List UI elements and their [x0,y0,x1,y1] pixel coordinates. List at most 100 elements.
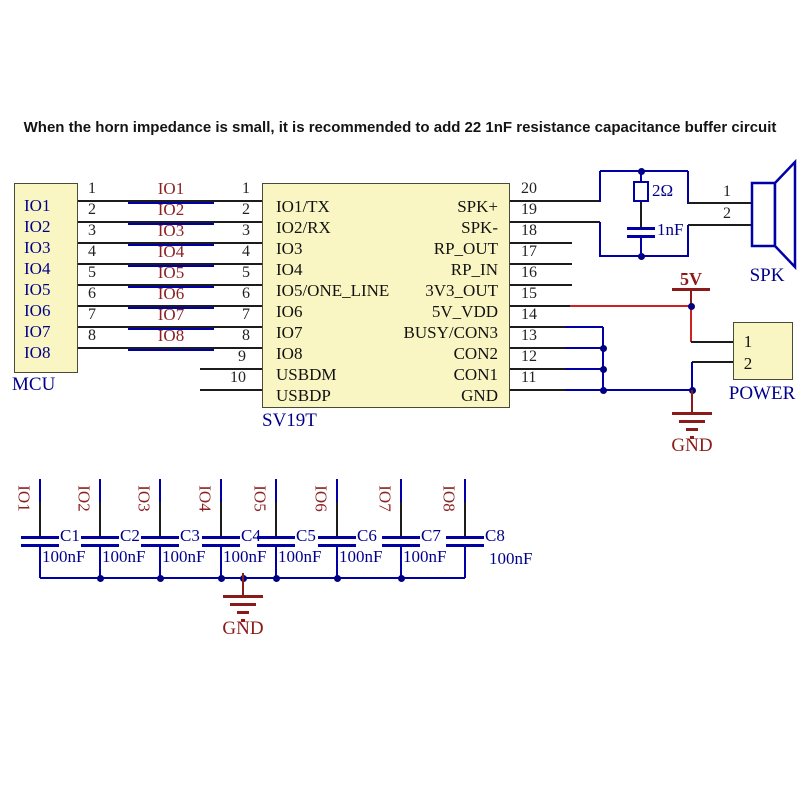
pin-number: 17 [521,243,537,260]
speaker-symbol [748,156,798,271]
junction-dot [637,252,645,260]
chip-pin-name: 3V3_OUT [425,281,498,300]
pin-number: 7 [88,306,96,323]
wire [640,171,642,182]
pin-number: 2 [88,201,96,218]
wire [39,479,41,502]
wire [336,502,338,537]
net-label: IO1 [157,179,185,198]
wire [78,326,262,328]
pin-number: 9 [238,348,246,365]
pin-number: 4 [88,243,96,260]
junction-dot [96,574,104,582]
power-flag-stem [690,290,692,306]
capacitor-plate [81,544,119,547]
net-underline [128,307,214,309]
wire [78,242,262,244]
wire [39,547,41,578]
pin-number: 11 [521,369,537,386]
chip-pin-name: IO7 [276,323,303,342]
wire [510,242,572,244]
wire [570,305,691,307]
junction-dot [272,574,280,582]
power-flag-bar [672,288,710,291]
cap-ref: C7 [421,526,441,545]
cap-value: 100nF [162,547,206,566]
wire [275,502,277,537]
mcu-pin-label: IO6 [24,301,51,320]
cap-value: 100nF [42,547,86,566]
pin-number: 19 [521,201,537,218]
wire [510,200,600,202]
chip-block [262,183,510,408]
cap-value: 100nF [223,547,267,566]
pin-number: 2 [743,354,753,373]
capacitor-plate [257,536,295,539]
pin-number: 10 [230,369,246,386]
capacitor-plate [446,544,484,547]
power-block [733,322,793,380]
net-underline [128,286,214,288]
junction-dot [333,574,341,582]
chip-pin-name: IO4 [276,260,303,279]
wire [200,389,262,391]
wire [687,225,689,257]
mcu-pin-label: IO7 [24,322,51,341]
wire [565,326,603,328]
wire [692,361,733,363]
gnd-stem [242,573,244,595]
cap-value: 100nF [339,547,383,566]
cap-value: 100nF [489,549,533,568]
wire [220,502,222,537]
wire [690,306,692,342]
cap-ref: C3 [180,526,200,545]
net-underline [128,265,214,267]
chip-pin-name: SPK- [461,218,498,237]
wire [510,389,565,391]
capacitor-plate [141,544,179,547]
net-label: IO6 [157,284,185,303]
mcu-block [14,183,78,373]
wire [220,547,222,578]
wire [510,326,565,328]
wire [200,368,262,370]
chip-pin-name: BUSY/CON3 [403,323,498,342]
wire [640,238,642,256]
wire [400,547,402,578]
chip-pin-name: IO1/TX [276,197,330,216]
chip-pin-name: 5V_VDD [431,302,498,321]
wire [99,502,101,537]
gnd-bar [241,619,245,622]
wire [275,547,277,578]
net-underline [128,202,214,204]
capacitor-plate [81,536,119,539]
net-label: IO2 [157,200,185,219]
capacitor-plate [627,227,655,230]
junction-dot [599,365,607,373]
capacitor-value: 1nF [657,220,684,239]
pin-number: 2 [723,205,731,222]
cap-value: 100nF [403,547,447,566]
capacitor-plate [446,536,484,539]
chip-pin-name: CON1 [453,365,498,384]
cap-ref: C8 [485,526,505,545]
wire [691,362,693,391]
net-label: IO5 [250,485,270,512]
junction-dot [156,574,164,582]
pin-number: 6 [88,285,96,302]
wire [159,479,161,502]
pin-number: 7 [242,306,250,323]
wire [336,479,338,502]
wire [640,202,642,228]
wire [78,305,262,307]
wire [78,263,262,265]
pin-number: 12 [521,348,537,365]
mcu-pin-label: IO8 [24,343,51,362]
speaker-label: SPK [749,265,785,286]
resistor-value: 2Ω [652,181,674,200]
pin-number: 4 [242,243,250,260]
pin-number: 5 [242,264,250,281]
pin-number: 1 [743,332,753,351]
net-label: IO6 [311,485,331,512]
